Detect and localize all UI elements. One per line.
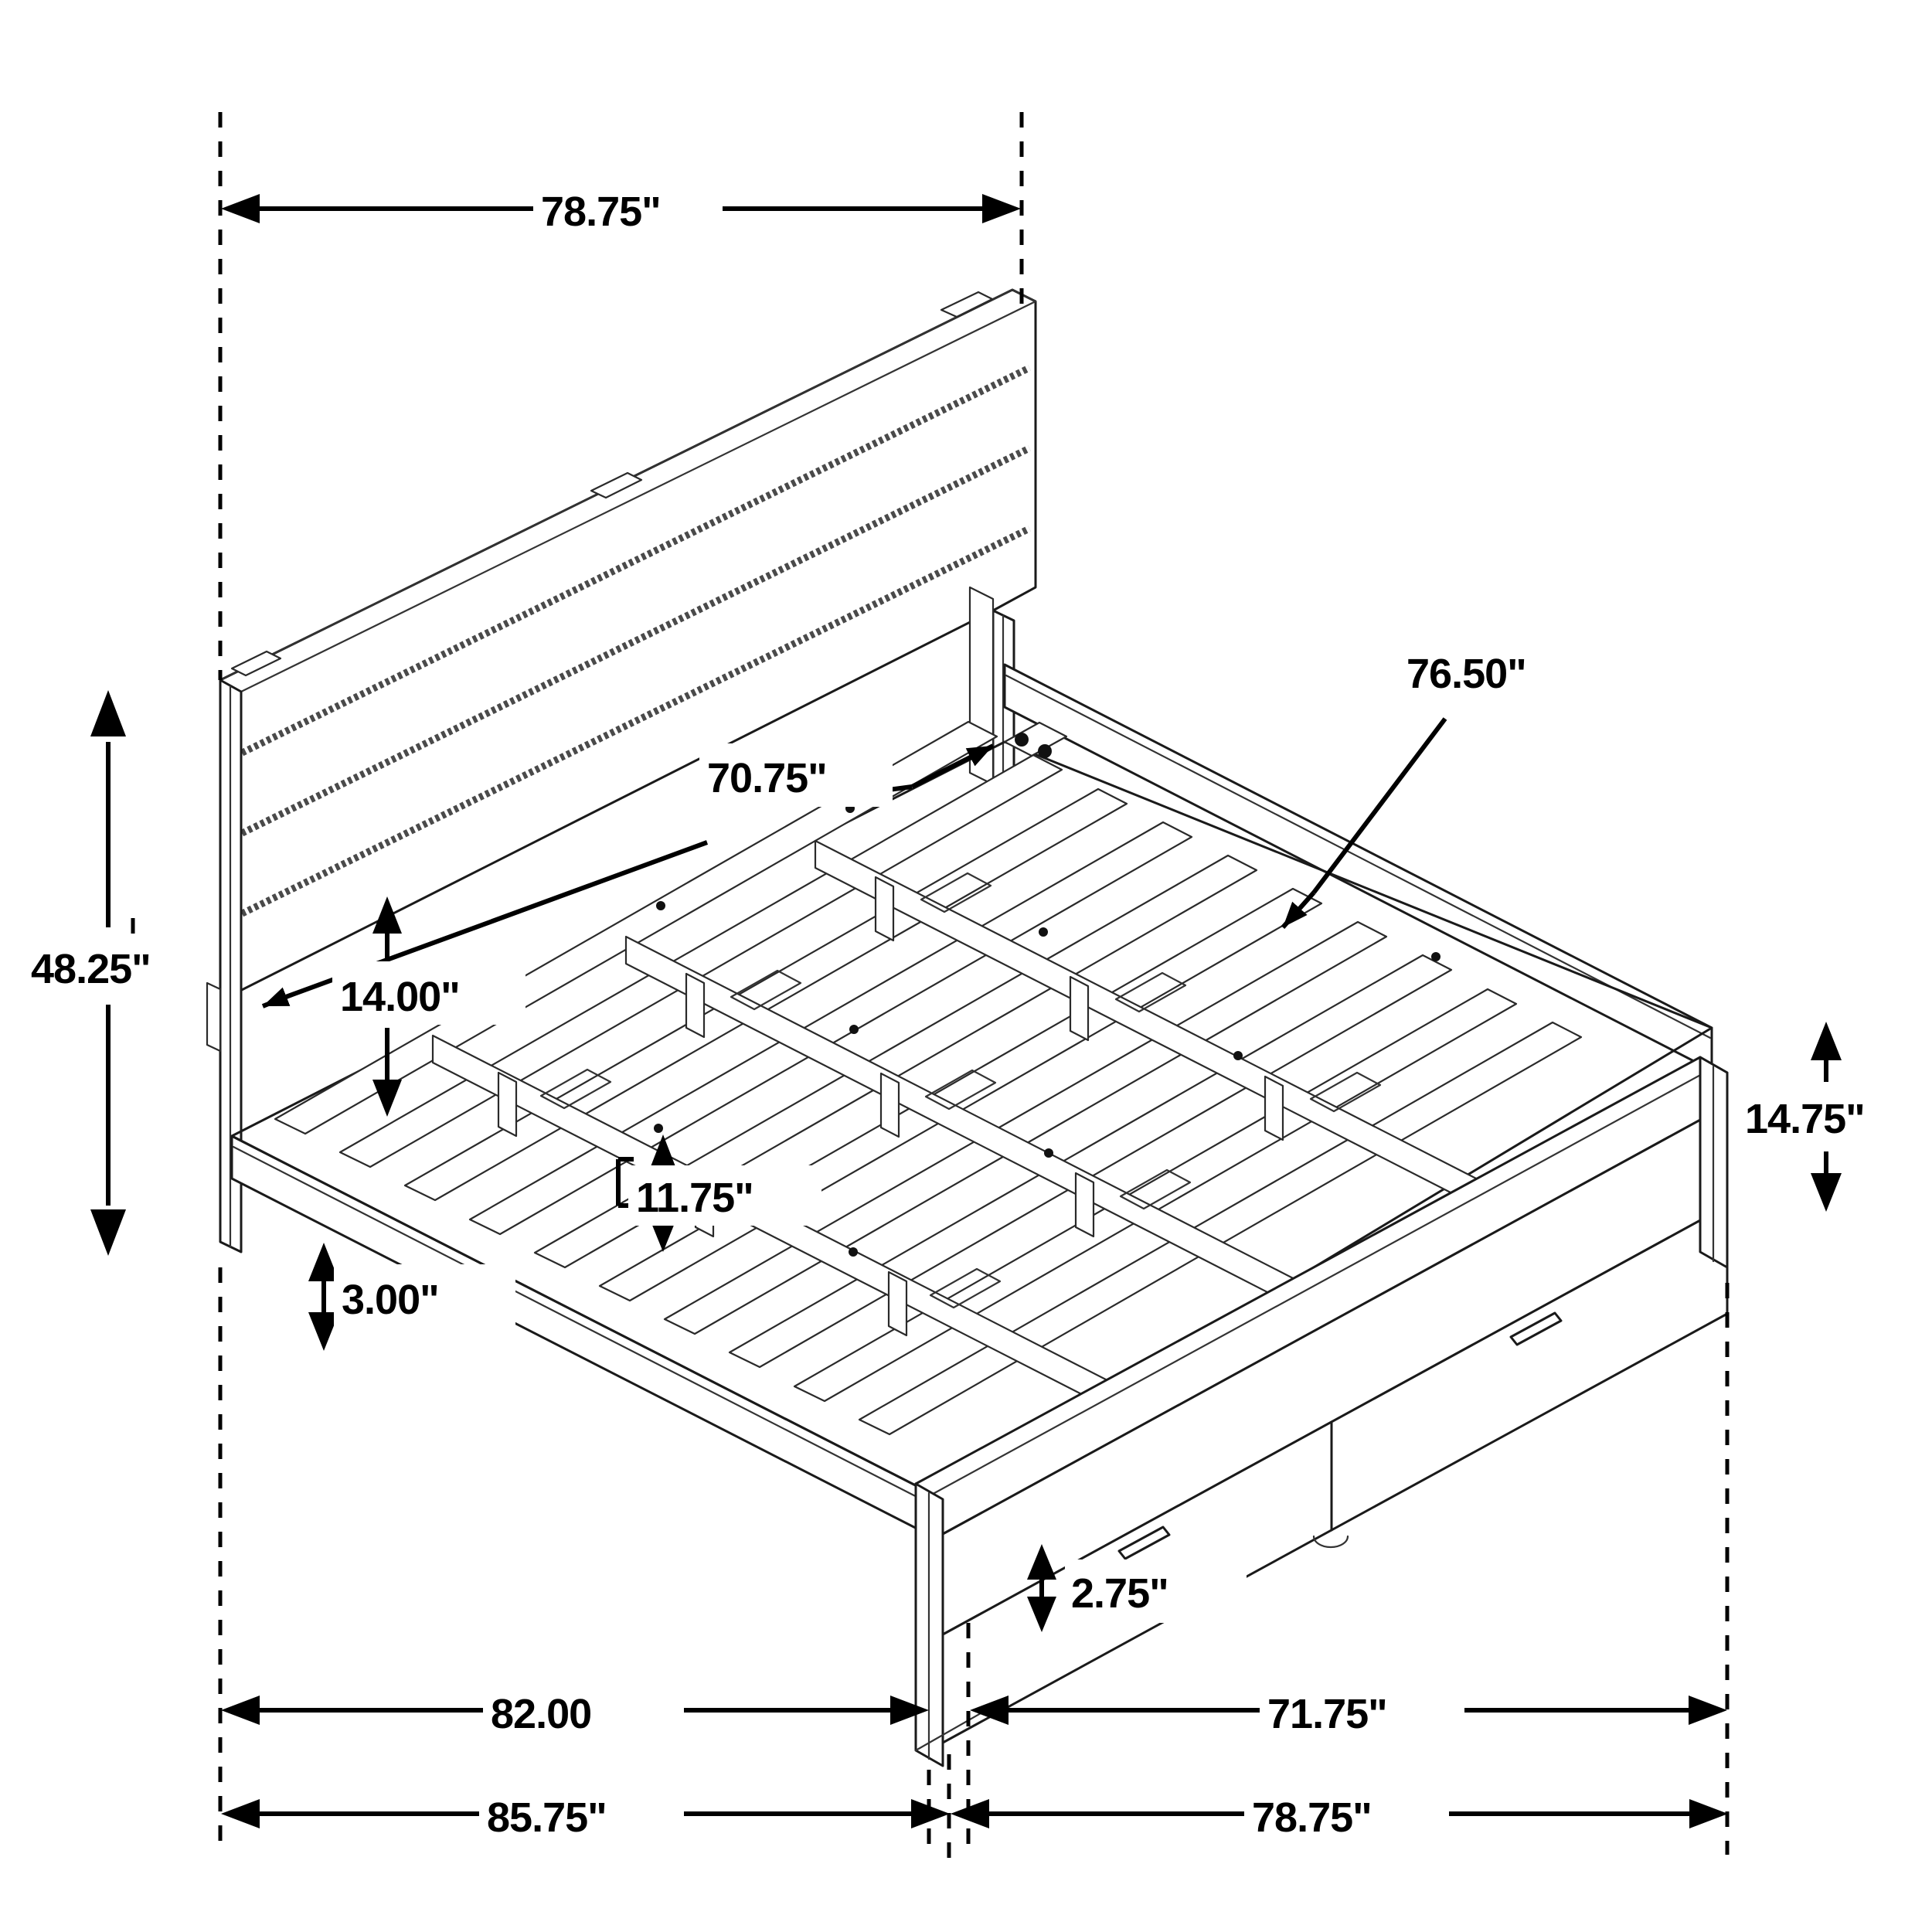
dimension-drawer-clearance: 2.75" xyxy=(1027,1544,1247,1632)
leader-tail xyxy=(1311,717,1447,894)
leader-upper xyxy=(910,743,995,789)
arrow-down xyxy=(1027,1597,1056,1632)
label-backdrop xyxy=(332,961,526,1025)
arrow-up xyxy=(1811,1022,1842,1060)
dimension-headboard-panel-width-label: 70.75" xyxy=(707,755,827,801)
dimension-slat-deck-width: 76.50" xyxy=(1281,638,1596,929)
arrow-8575-left xyxy=(221,1799,260,1828)
arrow-down xyxy=(372,1080,402,1117)
dimension-drawer-clearance-label: 2.75" xyxy=(1071,1570,1168,1617)
drawer-pull-right xyxy=(1509,1311,1563,1346)
side-rail-left xyxy=(230,1134,937,1539)
dimension-overall-width-label: 78.75" xyxy=(1252,1794,1372,1841)
arrow-up xyxy=(90,690,126,736)
arrow-up xyxy=(650,1134,676,1168)
arrow-7875-left xyxy=(951,1799,989,1828)
dimension-row-overall: 85.75" 78.75" xyxy=(221,1754,1728,1862)
arrow-up xyxy=(372,896,402,934)
rail-connector-bolts xyxy=(1015,733,1052,758)
arrow-down xyxy=(1811,1173,1842,1212)
dimension-headboard-width-label: 78.75" xyxy=(541,189,661,235)
headboard-bracket-mid xyxy=(590,471,643,499)
label-backdrop xyxy=(699,743,893,807)
label-backdrop xyxy=(23,932,205,998)
dimension-deck-drop-label: 3.00" xyxy=(342,1277,439,1323)
headboard-post-left-foot xyxy=(206,981,222,1053)
label-backdrop xyxy=(1244,1782,1449,1845)
dimension-footboard-inner-width-label: 71.75" xyxy=(1267,1691,1387,1737)
label-backdrop xyxy=(1065,1560,1247,1623)
rail-connector-bracket xyxy=(1003,721,1068,757)
label-backdrop xyxy=(479,1782,684,1845)
label-backdrop xyxy=(1739,1082,1932,1148)
arrow-8575-right xyxy=(911,1799,950,1828)
arrow-right xyxy=(982,194,1021,223)
dimension-headboard-panel-width: 70.75" xyxy=(261,743,995,1009)
drawer-pull-left xyxy=(1117,1526,1171,1560)
dimension-footboard-height: 14.75" xyxy=(1739,1022,1932,1212)
label-backdrop xyxy=(1399,638,1596,702)
drawer-caster xyxy=(1312,1535,1349,1549)
dimension-headboard-width: 78.75" xyxy=(218,112,1024,680)
dimension-under-panel-clearance: 14.00" xyxy=(332,896,526,1117)
dimension-under-panel-clearance-label: 14.00" xyxy=(340,974,460,1020)
arrow-82-left xyxy=(221,1696,260,1725)
arrow-up xyxy=(1027,1544,1056,1580)
dimension-footboard-height-label: 14.75" xyxy=(1745,1096,1865,1142)
dimension-slat-spacing: 11.75" xyxy=(616,1134,821,1252)
arrow-up xyxy=(308,1243,339,1281)
arrow-7875-right xyxy=(1689,1799,1728,1828)
headboard-bracket-right xyxy=(940,291,994,318)
label-backdrop xyxy=(533,179,723,240)
leader-lower xyxy=(261,987,291,1009)
headboard-slat-grooves xyxy=(228,364,1031,923)
arrow-82-right xyxy=(890,1696,929,1725)
deck-support-beams xyxy=(431,839,1520,1423)
deck-slats xyxy=(274,720,1583,1436)
headboard-bracket-left xyxy=(230,650,282,677)
label-backdrop xyxy=(483,1679,680,1742)
label-backdrop xyxy=(334,1264,515,1331)
label-backdrop xyxy=(628,1165,821,1226)
dimension-slat-spacing-label: 11.75" xyxy=(636,1175,753,1221)
label-backdrop xyxy=(1260,1679,1464,1742)
dimension-slat-deck-width-label: 76.50" xyxy=(1406,651,1526,697)
dimension-headboard-height: 48.25" xyxy=(23,690,205,1256)
arrow-7175-left xyxy=(970,1696,1009,1725)
arrow-7175-right xyxy=(1689,1696,1727,1725)
bed-frame-deck xyxy=(230,663,1713,1539)
arrow-down xyxy=(90,1209,126,1256)
arrow-left xyxy=(221,194,260,223)
dimension-deck-drop: 3.00" xyxy=(308,1243,515,1351)
arrow-down xyxy=(308,1312,339,1351)
dimension-overall-length-label: 85.75" xyxy=(487,1794,607,1841)
dimension-rail-length-label: 82.00 xyxy=(491,1691,591,1737)
arrow-down xyxy=(650,1219,676,1252)
leader-head xyxy=(1281,891,1316,929)
dimension-headboard-height-label: 48.25" xyxy=(31,946,151,992)
